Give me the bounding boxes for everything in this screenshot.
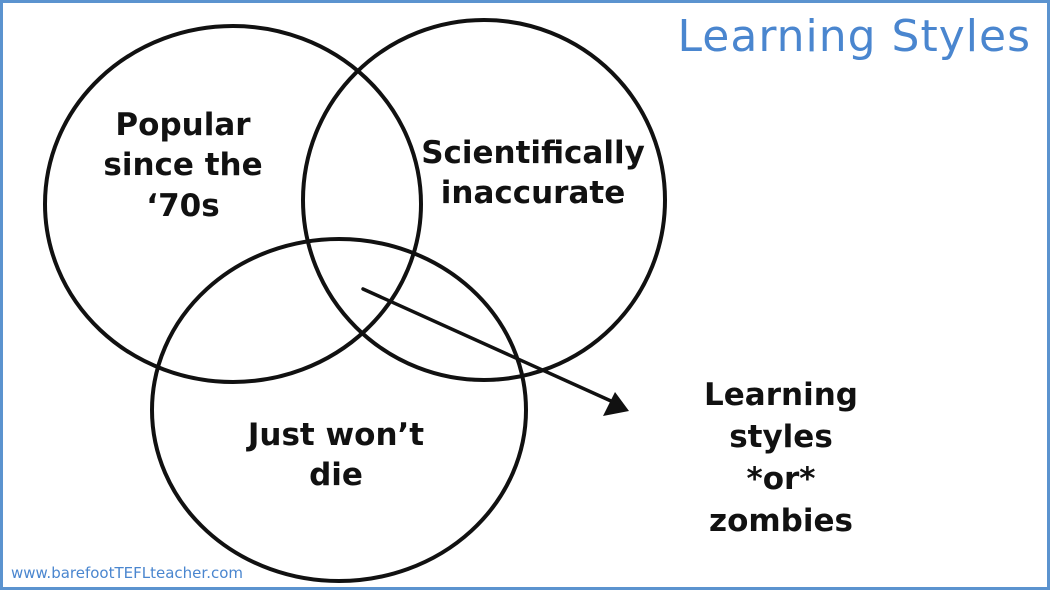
callout-arrow-line bbox=[361, 287, 613, 403]
label-just-wont-die: Just won’t die bbox=[247, 417, 425, 494]
callout-label: Learning styles *or* zombies bbox=[704, 377, 858, 539]
label-popular-since-70s: Popular since the ‘70s bbox=[103, 107, 263, 224]
page-title: Learning Styles bbox=[677, 11, 1031, 62]
circle-scientifically-inaccurate bbox=[301, 18, 667, 382]
circle-popular bbox=[43, 24, 423, 384]
label-scientifically-inaccurate: Scientifically inaccurate bbox=[421, 135, 645, 212]
website-link[interactable]: www.barefootTEFLteacher.com bbox=[11, 564, 243, 582]
venn-diagram bbox=[43, 18, 667, 583]
arrow-head-icon bbox=[603, 392, 629, 416]
circle-just-wont-die bbox=[150, 237, 528, 583]
